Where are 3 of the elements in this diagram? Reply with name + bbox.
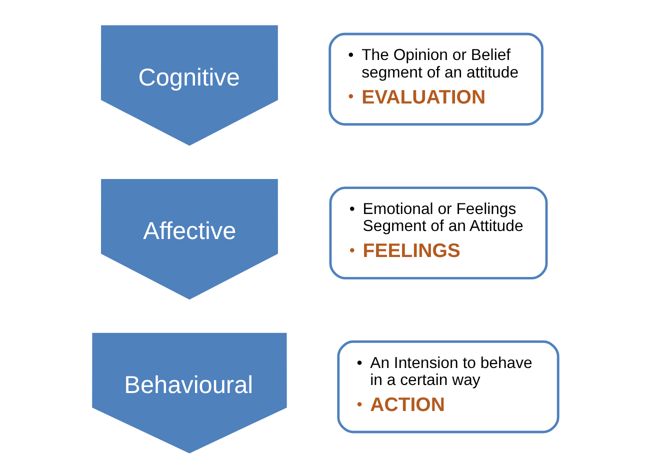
node-box: • The Opinion or Belief segment of an attitude • EVALUATION bbox=[328, 32, 543, 126]
node-box: • Emotional or Feelings Segment of an Attitude • FEELINGS bbox=[328, 186, 548, 280]
node-box: • An Intension to behave in a certain way • ACTION bbox=[336, 340, 559, 434]
